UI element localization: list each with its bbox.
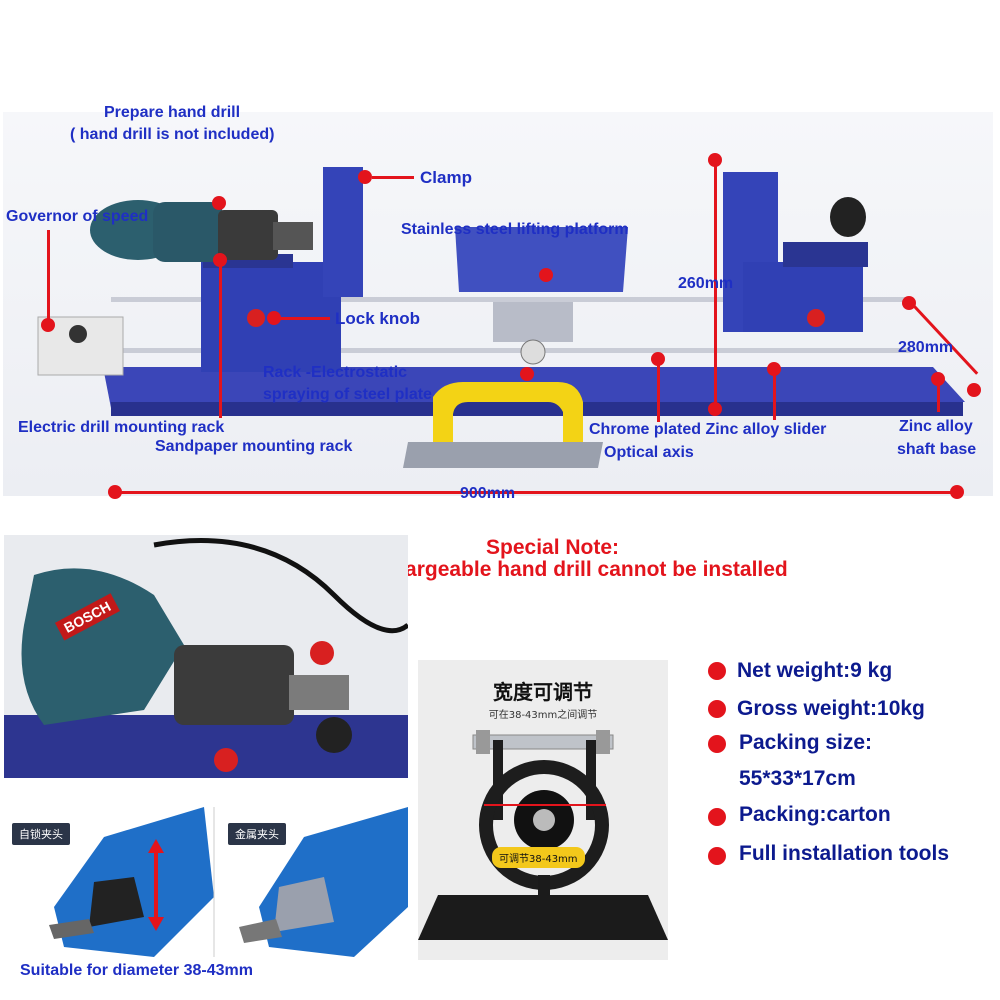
prepare-drill-note: ( hand drill is not included): [70, 126, 275, 143]
height-leader-line: [714, 160, 717, 408]
drill-rack-marker: [213, 253, 227, 267]
depth-label: 280mm: [898, 339, 954, 356]
clamp-marker: [358, 170, 372, 184]
adjustable-clamp-panel: 宽度可调节 可在38-43mm之间调节 可调节38-43mm: [418, 660, 668, 960]
adjust-subtitle: 可在38-43mm之间调节: [488, 710, 598, 721]
optical-axis-marker: [651, 352, 665, 366]
width-label: 900mm: [460, 485, 516, 502]
width-left-marker: [108, 485, 122, 499]
special-note-title: Special Note:: [486, 536, 620, 559]
drill-marker: [212, 196, 226, 210]
optical-axis-label: Optical axis: [604, 444, 694, 461]
platform-label: Stainless steel lifting platform: [401, 221, 629, 238]
shaft-base-leader-line: [937, 380, 940, 412]
drill-rack-leader-line: [219, 258, 222, 418]
rack-marker: [520, 367, 534, 381]
spec-bullet: [708, 808, 726, 826]
shaft-base-label-line1: Zinc alloy: [899, 418, 973, 435]
spec-net-weight: Net weight:9 kg: [737, 659, 893, 682]
height-top-marker: [708, 153, 722, 167]
width-right-marker: [950, 485, 964, 499]
prepare-drill-label: Prepare hand drill: [104, 104, 241, 121]
slider-leader-line: [773, 370, 776, 420]
spec-gross-weight: Gross weight:10kg: [737, 697, 925, 720]
spec-bullet: [708, 700, 726, 718]
rack-label-line2: spraying of steel plate: [263, 386, 432, 403]
adjust-title: 宽度可调节: [493, 680, 593, 704]
governor-marker: [41, 318, 55, 332]
slider-marker: [767, 362, 781, 376]
spec-packing-size: Packing size:: [739, 731, 873, 754]
spec-bullet: [708, 662, 726, 680]
spec-bullet: [708, 735, 726, 753]
lock-knob-marker: [267, 311, 281, 325]
diameter-caption: Suitable for diameter 38-43mm: [20, 962, 253, 979]
adjust-range-pill: 可调节38-43mm: [492, 847, 585, 868]
clamp-leader-line: [372, 176, 414, 179]
chuck-comparison-panel: 自锁夹头 金属夹头: [4, 807, 408, 957]
lock-knob-label: Lock knob: [335, 309, 421, 328]
product-photo-panel: [3, 112, 993, 496]
rack-label-line1: Rack -Electrostatic: [263, 364, 408, 381]
drill-closeup-photo: BOSCH: [4, 535, 408, 778]
platform-marker: [539, 268, 553, 282]
self-locking-chuck-tag: 自锁夹头: [12, 823, 70, 845]
spec-packing: Packing:carton: [739, 803, 891, 826]
height-label: 260mm: [678, 275, 734, 292]
slider-label: Chrome plated Zinc alloy slider: [589, 421, 827, 438]
spec-tools: Full installation tools: [739, 842, 949, 865]
depth-top-marker: [902, 296, 916, 310]
lock-knob-leader-line: [278, 317, 330, 320]
spec-packing-size-value: 55*33*17cm: [739, 767, 856, 790]
optical-axis-leader-line: [657, 360, 660, 422]
drill-rack-label: Electric drill mounting rack: [18, 419, 225, 436]
governor-label: Governor of speed: [6, 208, 149, 225]
depth-bottom-marker: [967, 383, 981, 397]
shaft-base-label-line2: shaft base: [897, 441, 977, 458]
spec-bullet: [708, 847, 726, 865]
height-bottom-marker: [708, 402, 722, 416]
sandpaper-rack-label: Sandpaper mounting rack: [155, 438, 353, 455]
width-dimension-line: [117, 491, 959, 494]
governor-leader-line: [47, 230, 50, 325]
metal-chuck-tag: 金属夹头: [228, 823, 286, 845]
shaft-base-marker: [931, 372, 945, 386]
machine-illustration: [37, 167, 965, 468]
clamp-label: Clamp: [420, 168, 472, 187]
